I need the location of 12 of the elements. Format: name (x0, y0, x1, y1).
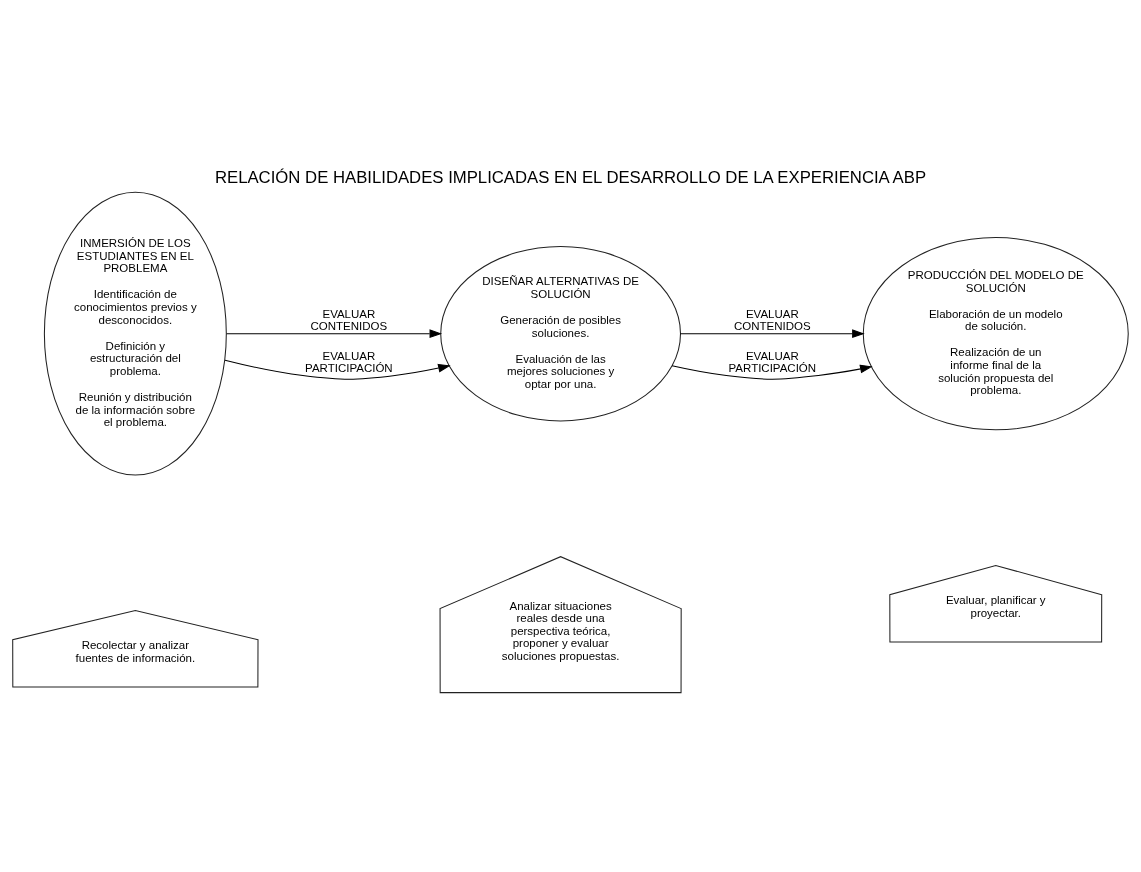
edge-label: EVALUAR CONTENIDOS (310, 307, 388, 333)
diagram-title: RELACIÓN DE HABILIDADES IMPLICADAS EN EL DESARROLLO DE LA EXPERIENCIA ABP (214, 167, 927, 187)
edge-label: EVALUAR CONTENIDOS (734, 307, 811, 333)
arrow (224, 359, 451, 380)
node-ellipse: PRODUCCIÓN DEL MODELO DE SOLUCIÓN Elaboración de un modelo de solución. Realización de un informe final de la solución propuesta del problema. (862, 237, 1129, 431)
edge-label: EVALUAR PARTICIPACIÓN (728, 349, 817, 375)
arrow (671, 364, 873, 380)
arrow (226, 329, 443, 339)
arrow (680, 329, 865, 339)
node-ellipse: DISEÑAR ALTERNATIVAS DE SOLUCIÓN Generación de posibles soluciones. Evaluación de las mejores soluciones y optar por una. (440, 245, 682, 422)
node-ellipse: INMERSIÓN DE LOS ESTUDIANTES EN EL PROBLEMA Identificación de conocimientos previos y desconocidos. Definición y estructuración del problema. Reunión y distribución de la información sobre el problema. (43, 191, 227, 476)
edge-label: EVALUAR PARTICIPACIÓN (305, 349, 393, 375)
